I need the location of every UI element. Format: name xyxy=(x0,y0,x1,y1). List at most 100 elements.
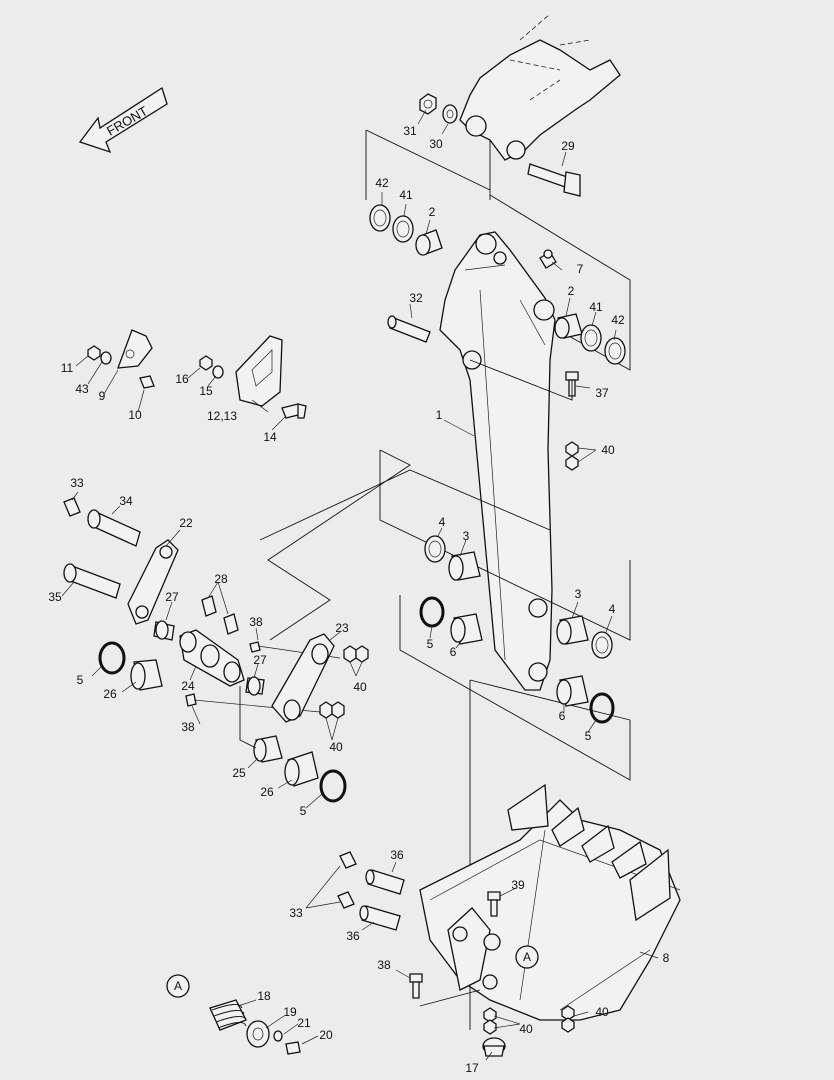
grease-fitting-33-upper xyxy=(63,497,81,517)
bushing-27-left xyxy=(153,620,175,641)
o-ring-5-mid-right xyxy=(589,692,615,724)
grease-fitting-28-a xyxy=(201,595,217,617)
callout-3: 3 xyxy=(463,529,470,543)
bushing-25 xyxy=(253,735,283,763)
shim-42-left xyxy=(369,204,391,232)
callout-35: 35 xyxy=(48,590,62,604)
bolt-38-lower xyxy=(409,973,423,999)
nut-40-mid-d xyxy=(331,701,345,719)
callout-34: 34 xyxy=(119,494,133,508)
callout-2: 2 xyxy=(429,205,436,219)
callout-26: 26 xyxy=(103,687,117,701)
callout-33: 33 xyxy=(289,906,303,920)
bolt-38-mid-upper xyxy=(249,641,341,659)
nut-16 xyxy=(199,355,213,371)
callout-15: 15 xyxy=(199,384,213,398)
detail-marker-inset-label: A xyxy=(174,979,182,993)
callout-6: 6 xyxy=(450,645,457,659)
callout-4: 4 xyxy=(609,602,616,616)
callout-2: 2 xyxy=(568,284,575,298)
callout-4: 4 xyxy=(439,515,446,529)
callout-43: 43 xyxy=(75,382,89,396)
pin-35 xyxy=(63,563,121,599)
callout-23: 23 xyxy=(335,621,349,635)
washer-19 xyxy=(246,1020,270,1048)
callout-32: 32 xyxy=(409,291,423,305)
callout-10: 10 xyxy=(128,408,142,422)
o-ring-5-mid-left xyxy=(419,596,445,628)
bushing-3-left xyxy=(448,551,481,581)
callout-38: 38 xyxy=(249,615,263,629)
callout-5: 5 xyxy=(300,804,307,818)
bushing-2-left xyxy=(415,229,443,256)
callout-37: 37 xyxy=(595,386,609,400)
callout-26: 26 xyxy=(260,785,274,799)
callout-24: 24 xyxy=(181,679,195,693)
callout-6: 6 xyxy=(559,709,566,723)
callout-38: 38 xyxy=(377,958,391,972)
bushing-6-right xyxy=(556,675,589,707)
callout-17: 17 xyxy=(465,1061,479,1075)
callout-33: 33 xyxy=(70,476,84,490)
pin-29 xyxy=(527,163,581,197)
bushing-3-right xyxy=(556,615,589,645)
callout-36: 36 xyxy=(390,848,404,862)
detail-marker-bucket: A xyxy=(515,945,539,969)
callout-22: 22 xyxy=(179,516,193,530)
washer-15 xyxy=(212,365,224,379)
callout-8: 8 xyxy=(663,951,670,965)
callout-41: 41 xyxy=(589,300,603,314)
callout-39: 39 xyxy=(511,878,525,892)
link-23 xyxy=(271,633,335,723)
bolt-20 xyxy=(285,1041,301,1055)
callout-41: 41 xyxy=(399,188,413,202)
nut-40-mid-b xyxy=(355,645,369,663)
callout-38: 38 xyxy=(181,720,195,734)
o-ring-5-lower xyxy=(319,769,347,803)
nut-40-upper-a xyxy=(565,441,579,457)
link-1 xyxy=(439,231,556,691)
shim-42-right xyxy=(604,337,626,365)
callout-12-13: 12,13 xyxy=(207,409,237,423)
bolt-39 xyxy=(487,891,501,917)
callout-25: 25 xyxy=(232,766,246,780)
detail-marker-bucket-label: A xyxy=(523,950,531,964)
callout-27: 27 xyxy=(253,653,267,667)
grease-fitting-7 xyxy=(539,249,557,269)
shim-41-right xyxy=(580,324,602,352)
nut-40-lower-a xyxy=(483,1007,497,1023)
nut-40-lower-b xyxy=(483,1019,497,1035)
callout-labels: 31 30 29 42 41 2 7 32 2 41 42 37 1 40 11… xyxy=(48,124,669,1075)
bushing-26-left xyxy=(130,659,163,691)
callout-29: 29 xyxy=(561,139,575,153)
callout-31: 31 xyxy=(403,124,417,138)
nut-40-mid-c xyxy=(319,701,333,719)
shim-41-left xyxy=(392,215,414,243)
washer-30 xyxy=(442,104,458,124)
detail-marker-inset: A xyxy=(166,974,190,998)
arm-end xyxy=(459,13,621,161)
callout-7: 7 xyxy=(577,262,584,276)
link-22 xyxy=(127,539,179,625)
bucket-8 xyxy=(419,783,681,1021)
cap-17 xyxy=(482,1037,506,1057)
nut-40-lower-d xyxy=(561,1017,575,1033)
callout-40: 40 xyxy=(329,740,343,754)
callout-1: 1 xyxy=(436,408,443,422)
bushing-26-lower xyxy=(284,751,319,787)
callout-19: 19 xyxy=(283,1005,297,1019)
spring-18 xyxy=(209,999,247,1031)
callout-21: 21 xyxy=(297,1016,311,1030)
nut-31 xyxy=(419,93,437,115)
callout-42: 42 xyxy=(611,313,625,327)
plate-12-13 xyxy=(235,335,283,407)
o-ring-5-left xyxy=(98,641,126,675)
callout-5: 5 xyxy=(77,673,84,687)
nut-40-mid-a xyxy=(343,645,357,663)
bushing-6-left xyxy=(450,613,483,645)
washer-43 xyxy=(100,351,112,365)
callout-40: 40 xyxy=(601,443,615,457)
callout-14: 14 xyxy=(263,430,277,444)
callout-42: 42 xyxy=(375,176,389,190)
